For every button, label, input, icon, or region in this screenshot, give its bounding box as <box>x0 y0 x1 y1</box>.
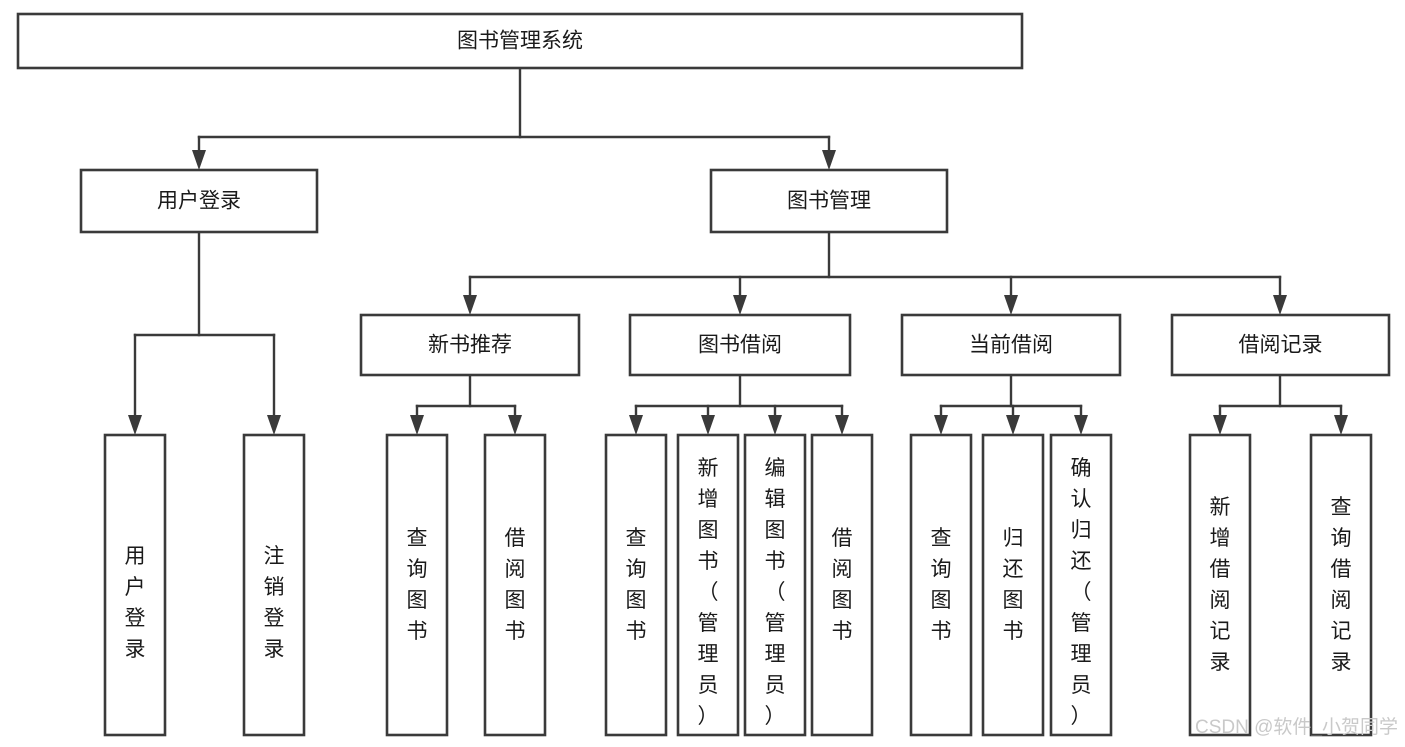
node-new-book-recommend[interactable]: 新书推荐 <box>359 313 581 377</box>
node-box[interactable] <box>628 313 852 377</box>
node-box[interactable] <box>242 433 306 737</box>
arrow-head <box>1213 415 1227 435</box>
node-box[interactable] <box>1049 433 1113 737</box>
node-label: 查询图书 <box>626 527 647 643</box>
arrow-head <box>463 295 477 315</box>
node-label: 查询借阅记录 <box>1331 496 1352 674</box>
arrow-head <box>701 415 715 435</box>
node-label: 借阅图书 <box>505 527 526 643</box>
node-leaf-add-record[interactable]: 新增借阅记录 <box>1188 433 1252 737</box>
node-leaf-query-book-3[interactable]: 查询图书 <box>909 433 973 737</box>
node-box[interactable] <box>1170 313 1391 377</box>
connector-layer <box>128 66 1348 435</box>
node-box[interactable] <box>743 433 807 737</box>
node-book-management[interactable]: 图书管理 <box>709 168 949 234</box>
node-box[interactable] <box>676 433 740 737</box>
node-book-borrow[interactable]: 图书借阅 <box>628 313 852 377</box>
node-label: 借阅图书 <box>832 527 853 643</box>
node-box[interactable] <box>79 168 319 234</box>
node-box[interactable] <box>359 313 581 377</box>
node-leaf-borrow-book-2[interactable]: 借阅图书 <box>810 433 874 737</box>
node-box[interactable] <box>103 433 167 737</box>
node-label: 新增借阅记录 <box>1210 496 1231 674</box>
node-box[interactable] <box>900 313 1122 377</box>
arrow-head <box>267 415 281 435</box>
node-current-borrow[interactable]: 当前借阅 <box>900 313 1122 377</box>
node-label: 归还图书 <box>1003 527 1024 643</box>
node-label: 新书推荐 <box>428 334 512 357</box>
arrow-head <box>1006 415 1020 435</box>
csdn-watermark: CSDN @软件_小贺同学 <box>1195 716 1398 738</box>
arrow-head <box>410 415 424 435</box>
node-label: 新增图书（管理员） <box>698 457 719 728</box>
node-box[interactable] <box>810 433 874 737</box>
node-label: 当前借阅 <box>969 334 1053 357</box>
arrow-head <box>934 415 948 435</box>
arrow-head <box>1273 295 1287 315</box>
node-box[interactable] <box>385 433 449 737</box>
node-box[interactable] <box>483 433 547 737</box>
node-box[interactable] <box>1188 433 1252 737</box>
node-box[interactable] <box>709 168 949 234</box>
arrow-head <box>508 415 522 435</box>
node-label: 图书管理 <box>787 190 871 213</box>
node-leaf-user-login[interactable]: 用户登录 <box>103 433 167 737</box>
node-box[interactable] <box>909 433 973 737</box>
arrow-head <box>128 415 142 435</box>
node-box[interactable] <box>604 433 668 737</box>
node-label: 用户登录 <box>125 545 146 661</box>
node-root-system[interactable]: 图书管理系统 <box>16 12 1024 70</box>
node-leaf-logout[interactable]: 注销登录 <box>242 433 306 737</box>
node-leaf-edit-book[interactable]: 编辑图书（管理员） <box>743 433 807 737</box>
node-leaf-borrow-book-1[interactable]: 借阅图书 <box>483 433 547 737</box>
node-label: 查询图书 <box>931 527 952 643</box>
arrow-head <box>768 415 782 435</box>
node-leaf-return-book[interactable]: 归还图书 <box>981 433 1045 737</box>
node-user-login[interactable]: 用户登录 <box>79 168 319 234</box>
node-layer: 图书管理系统用户登录图书管理新书推荐图书借阅当前借阅借阅记录用户登录注销登录查询… <box>16 12 1391 737</box>
arrow-head <box>822 150 836 170</box>
arrow-head <box>835 415 849 435</box>
node-leaf-query-book-2[interactable]: 查询图书 <box>604 433 668 737</box>
node-label: 确认归还（管理员） <box>1071 457 1092 728</box>
node-box[interactable] <box>16 12 1024 70</box>
arrow-head <box>733 295 747 315</box>
node-leaf-confirm-return[interactable]: 确认归还（管理员） <box>1049 433 1113 737</box>
node-leaf-query-book-1[interactable]: 查询图书 <box>385 433 449 737</box>
node-label: 查询图书 <box>407 527 428 643</box>
node-label: 编辑图书（管理员） <box>765 457 786 728</box>
arrow-head <box>629 415 643 435</box>
arrow-head <box>1074 415 1088 435</box>
arrow-head <box>1334 415 1348 435</box>
node-borrow-records[interactable]: 借阅记录 <box>1170 313 1391 377</box>
node-leaf-query-record[interactable]: 查询借阅记录 <box>1309 433 1373 737</box>
node-label: 图书管理系统 <box>457 30 583 53</box>
arrow-head <box>1004 295 1018 315</box>
node-box[interactable] <box>981 433 1045 737</box>
node-label: 借阅记录 <box>1239 334 1323 357</box>
node-label: 注销登录 <box>264 545 285 661</box>
node-box[interactable] <box>1309 433 1373 737</box>
node-label: 图书借阅 <box>698 334 782 357</box>
arrow-head <box>192 150 206 170</box>
node-leaf-add-book[interactable]: 新增图书（管理员） <box>676 433 740 737</box>
node-label: 用户登录 <box>157 190 241 213</box>
